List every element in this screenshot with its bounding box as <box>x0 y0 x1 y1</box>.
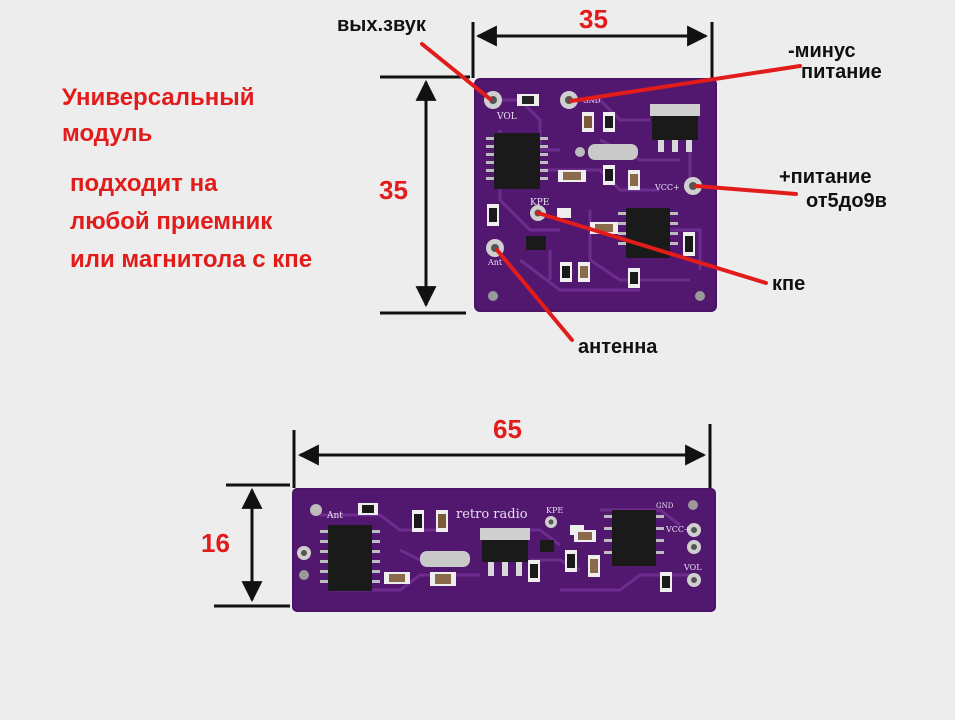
bottom-pcb-pads <box>297 500 701 587</box>
bottom-pcb-board: Ant retro radio KPE GND VCC+ VOL <box>292 488 716 612</box>
description-line-5: или магнитола с кпе <box>70 246 313 273</box>
silk-vcc-top: VCC+ <box>654 183 680 192</box>
silk-ant-bottom: Ant <box>326 511 343 521</box>
annotation-kpe: кпе <box>772 273 806 295</box>
top-pcb-smd-parts <box>487 94 695 288</box>
dimension-bottom-width: 65 <box>493 414 522 444</box>
description-line-3: подходит на <box>70 170 218 197</box>
annotation-plus-line-1: +питание <box>779 166 872 188</box>
dimension-top-width: 35 <box>579 4 608 34</box>
pointer-lines <box>420 42 802 342</box>
annotation-audio-out: вых.звук <box>337 14 426 36</box>
annotation-plus-line-2: от5до9в <box>806 190 887 212</box>
silk-ant-top: Ant <box>487 258 503 267</box>
silk-gnd-bottom: GND <box>656 502 674 510</box>
silk-vol-bottom: VOL <box>683 563 702 572</box>
silk-brand: retro radio <box>456 507 528 522</box>
top-pcb-board: VOL GND VCC+ KPE Ant <box>474 78 717 312</box>
top-pcb-ic-right <box>618 208 678 258</box>
silk-gnd-top: GND <box>583 97 601 105</box>
silk-kpe-top: KPE <box>530 198 549 208</box>
description-line-2: модуль <box>62 120 153 147</box>
bottom-pcb-ic-left <box>320 525 380 591</box>
top-pcb-regulator <box>650 104 700 152</box>
description-line-4: любой приемник <box>70 208 273 235</box>
bottom-pcb-regulator <box>480 528 530 576</box>
annotation-minus-line-2: питание <box>801 61 882 83</box>
silk-vol-top: VOL <box>496 112 517 122</box>
dimension-lines <box>214 22 714 608</box>
bottom-pcb-smd-parts <box>358 503 672 592</box>
silk-kpe-bottom: KPE <box>546 506 563 515</box>
annotation-antenna: антенна <box>578 336 658 358</box>
top-pcb-ic-left <box>486 133 548 189</box>
silk-vcc-bottom: VCC+ <box>665 525 691 534</box>
dimension-bottom-height: 16 <box>201 528 230 558</box>
bottom-pcb-ic-right <box>604 510 664 566</box>
top-pcb-crystal <box>588 144 638 160</box>
annotation-minus-line-1: -минус <box>788 40 856 62</box>
dimension-top-height: 35 <box>379 175 408 205</box>
bottom-pcb-crystal <box>420 551 470 567</box>
description-line-1: Универсальный <box>62 84 255 111</box>
